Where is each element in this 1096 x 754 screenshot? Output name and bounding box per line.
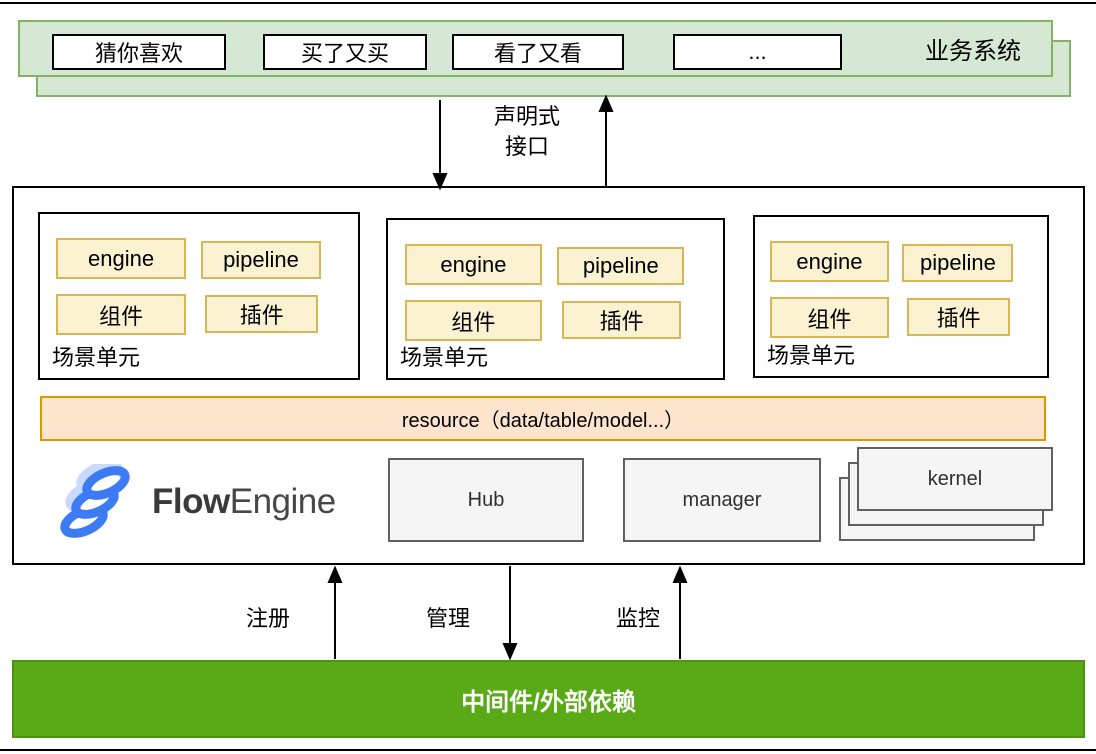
resource-bar: resource（data/table/model...） <box>40 396 1046 441</box>
declarative-interface-label: 声明式 接口 <box>478 102 576 162</box>
declarative-interface-line2: 接口 <box>504 134 549 159</box>
kernel-box: kernel <box>857 447 1053 511</box>
scene-unit-label: 场景单元 <box>52 345 141 370</box>
declarative-interface-line1: 声明式 <box>493 104 560 129</box>
pipeline-box: pipeline <box>902 244 1014 282</box>
business-system-label: 业务系统 <box>925 38 1021 65</box>
manage-label: 管理 <box>425 606 470 631</box>
register-label: 注册 <box>245 606 290 631</box>
arrowhead-manage-down <box>502 643 518 661</box>
flowengine-logo-icon <box>60 464 130 538</box>
scene-unit-3: engine pipeline 组件 插件 场景单元 <box>753 215 1049 378</box>
hub-box: Hub <box>388 458 584 542</box>
arrowhead-register-up <box>327 565 343 583</box>
flowengine-wordmark: FlowEngine <box>152 482 336 522</box>
top-frame-line <box>0 2 1096 4</box>
plugin-box: 插件 <box>562 301 682 339</box>
wordmark-flow: Flow <box>152 482 230 521</box>
component-box: 组件 <box>769 297 890 338</box>
plugin-box: 插件 <box>205 295 319 333</box>
scene-unit-2: engine pipeline 组件 插件 场景单元 <box>386 218 725 380</box>
arrowhead-monitor-up <box>672 565 688 583</box>
flowengine-logo: FlowEngine <box>54 464 336 540</box>
engine-box: engine <box>404 244 543 285</box>
component-box: 组件 <box>404 300 543 341</box>
plugin-box: 插件 <box>906 298 1011 336</box>
bottom-frame-line <box>0 749 1096 751</box>
middleware-dependency-label: 中间件/外部依赖 <box>461 688 636 716</box>
engine-box: engine <box>769 241 890 282</box>
pipeline-box: pipeline <box>557 247 685 285</box>
scene-unit-1: engine pipeline 组件 插件 场景单元 <box>38 212 360 380</box>
middleware-dependency-bar: 中间件/外部依赖 <box>12 660 1085 738</box>
biz-item-guess-you-like: 猜你喜欢 <box>52 34 226 70</box>
biz-item-more: ... <box>673 34 842 70</box>
arrowhead-declarative-up <box>598 94 614 112</box>
flowengine-platform-box: engine pipeline 组件 插件 场景单元 engine pipeli… <box>12 186 1085 565</box>
biz-item-viewed-again: 看了又看 <box>452 34 624 70</box>
scene-unit-label: 场景单元 <box>400 345 489 370</box>
business-system-panel: 猜你喜欢 买了又买 看了又看 ... 业务系统 <box>18 20 1053 77</box>
biz-item-bought-again: 买了又买 <box>263 34 427 70</box>
monitor-label: 监控 <box>615 606 660 631</box>
wordmark-engine: Engine <box>229 482 336 521</box>
scene-unit-label: 场景单元 <box>767 343 856 368</box>
engine-box: engine <box>55 238 187 279</box>
manager-box: manager <box>623 458 821 542</box>
component-box: 组件 <box>55 294 187 335</box>
pipeline-box: pipeline <box>200 241 322 279</box>
